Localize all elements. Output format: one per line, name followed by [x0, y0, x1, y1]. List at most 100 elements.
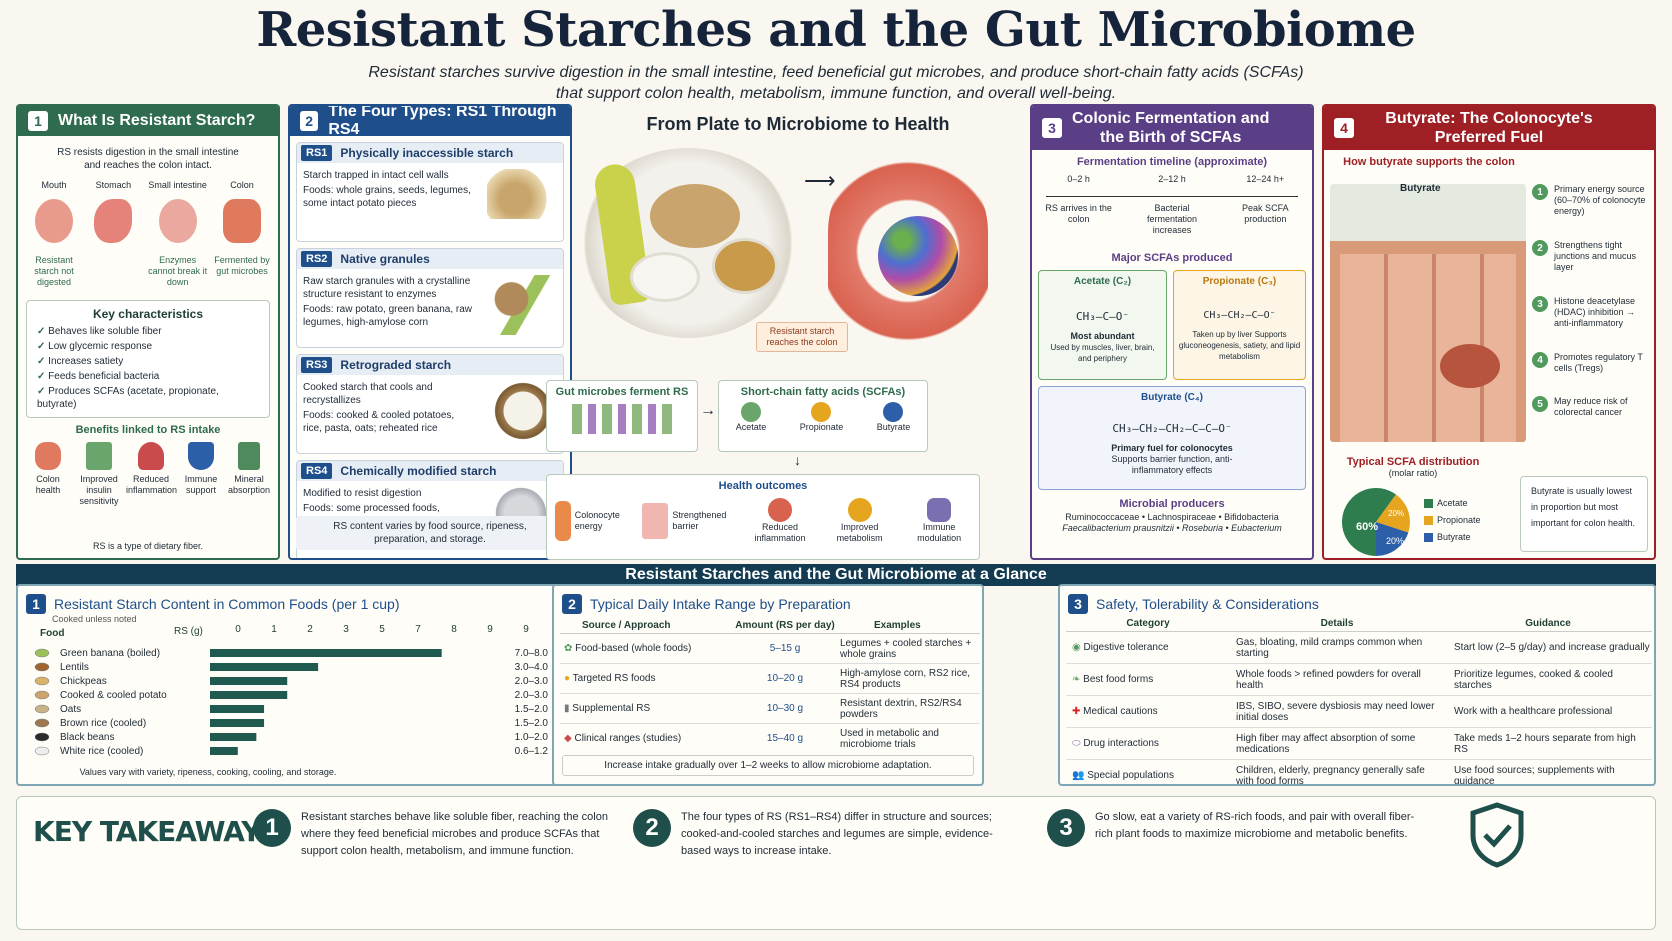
panel-title: Typical Daily Intake Range by Preparatio…: [590, 596, 851, 612]
shield-icon: [188, 442, 214, 470]
category-label: Oats: [60, 704, 81, 715]
table-header-row: Category Details Guidance: [1066, 616, 1652, 632]
microbiome-magnifier-icon: [878, 216, 958, 296]
data-label: 1.0–2.0: [515, 732, 549, 743]
col-header-food: Food: [40, 628, 64, 639]
x-tick-label: 1: [271, 624, 277, 635]
potato-icon: [650, 184, 740, 248]
organ-small-intestine: Small intestine Enzymes cannot break it …: [148, 180, 208, 287]
data-label: 1.5–2.0: [515, 704, 549, 715]
insulin-chart-icon: [86, 442, 112, 470]
rs-tag: RS1: [301, 145, 333, 161]
benefits-row: Colon health Improved insulin sensitivit…: [18, 436, 278, 507]
pie-label-acetate: 60%: [1356, 521, 1378, 533]
butyrate-formula: CH₃—CH₂—CH₂—C—C—O⁻: [1112, 422, 1232, 435]
colonocyte-icon: [554, 501, 571, 541]
stomach-icon: ◉: [1072, 642, 1081, 653]
organ-stomach: Stomach: [85, 180, 141, 288]
shield-check-icon: [1470, 802, 1524, 868]
rs-tag: RS4: [301, 463, 333, 479]
bar: [210, 719, 265, 727]
benefit-item: Mineral absorption: [226, 442, 272, 507]
outcome-item: Strengthened barrier: [642, 503, 732, 539]
rs-tag: RS2: [301, 251, 333, 267]
potato-banana-icon: [487, 275, 557, 335]
butyrate-molecule-icon: [883, 402, 904, 422]
benefit-item: Improved insulin sensitivity: [74, 442, 124, 507]
pie-slice-propionate: [1376, 494, 1410, 533]
takeaway-item: 3 Go slow, eat a variety of RS-rich food…: [1047, 809, 1417, 847]
page-subtitle: Resistant starches survive digestion in …: [368, 64, 1304, 102]
legend-swatch: [1424, 533, 1433, 542]
bar: [210, 677, 288, 685]
supplement-jar-icon: ▮: [564, 703, 570, 714]
people-icon: 👥: [1072, 770, 1085, 782]
pie-legend: Acetate Propionate Butyrate: [1424, 498, 1481, 543]
panel-1-footer: RS is a type of dietary fiber.: [92, 541, 204, 551]
butyrate-note: Butyrate is usually lowest in proportion…: [1520, 476, 1648, 552]
list-item: Produces SCFAs (acetate, propionate, but…: [37, 385, 259, 411]
x-tick-label: 0: [235, 624, 241, 635]
category-label: Green banana (boiled): [60, 648, 160, 659]
x-tick-label: 7: [415, 624, 421, 635]
table-header-row: Source / Approach Amount (RS per day) Ex…: [560, 618, 980, 634]
category-label: Brown rice (cooled): [60, 718, 146, 729]
pie-label-butyrate: 20%: [1386, 536, 1404, 546]
food-icon: [34, 648, 50, 658]
leaf-icon: ❧: [1072, 674, 1081, 685]
pie-slice-acetate: [1342, 488, 1396, 556]
colon-callout: Resistant starch reaches the colon: [756, 322, 848, 352]
flame-icon: [138, 442, 164, 470]
ferment-box: Gut microbes ferment RS: [546, 380, 698, 452]
panel-number: 2: [300, 111, 319, 131]
page-title: Resistant Starches and the Gut Microbiom…: [256, 2, 1416, 58]
category-label: Lentils: [60, 662, 89, 673]
food-icon: [34, 704, 50, 714]
intake-panel: 2 Typical Daily Intake Range by Preparat…: [552, 584, 984, 786]
food-icon: [34, 662, 50, 672]
acetate-card: Acetate (C₂) CH₃—C—O⁻ Most abundant Used…: [1038, 270, 1168, 380]
pill-icon: ⬭: [1072, 738, 1081, 749]
x-tick-label: 5: [379, 624, 385, 635]
data-label: 2.0–3.0: [515, 676, 549, 687]
category-label: Chickpeas: [60, 676, 107, 687]
timeline-title: Fermentation timeline (approximate): [1076, 156, 1268, 168]
intake-table: Source / Approach Amount (RS per day) Ex…: [560, 618, 980, 754]
colon-icon: [222, 199, 261, 243]
bar: [210, 649, 442, 657]
organ-mouth: Mouth Resistant starch not digested: [34, 180, 74, 287]
col-header-rs: RS (g): [174, 626, 203, 637]
outcome-item: Improved metabolism: [828, 498, 892, 544]
rice-bowl-icon: [493, 381, 553, 441]
x-tick-label: 8: [451, 624, 457, 635]
butyrate-image-label: Butyrate: [1400, 183, 1441, 194]
panel-what-is-rs: 1 What Is Resistant Starch? RS resists d…: [16, 104, 280, 560]
outcome-item: Colonocyte energy: [554, 501, 627, 541]
panel-number: 3: [1042, 118, 1062, 138]
legend-swatch: [1424, 499, 1433, 508]
timeline-step: 12–24 h+Peak SCFA production: [1242, 174, 1289, 224]
food-icon: [34, 676, 50, 686]
glance-banner: Resistant Starches and the Gut Microbiom…: [16, 564, 1656, 586]
colonocyte-cells-icon: [1340, 254, 1516, 442]
panel-number: 2: [562, 594, 582, 614]
bar: [210, 733, 257, 741]
acetate-formula: CH₃—C—O⁻: [1076, 310, 1129, 323]
arrow-right-icon: ⟶: [804, 168, 836, 193]
data-label: 7.0–8.0: [515, 648, 549, 659]
panel-number: 3: [1068, 594, 1088, 614]
key-characteristics: Key characteristics Behaves like soluble…: [26, 300, 270, 418]
health-outcomes-box: Health outcomes Colonocyte energy Streng…: [546, 474, 980, 560]
outcome-item: Reduced inflammation: [748, 498, 812, 544]
panel-2-footer: RS content varies by food source, ripene…: [296, 516, 564, 550]
